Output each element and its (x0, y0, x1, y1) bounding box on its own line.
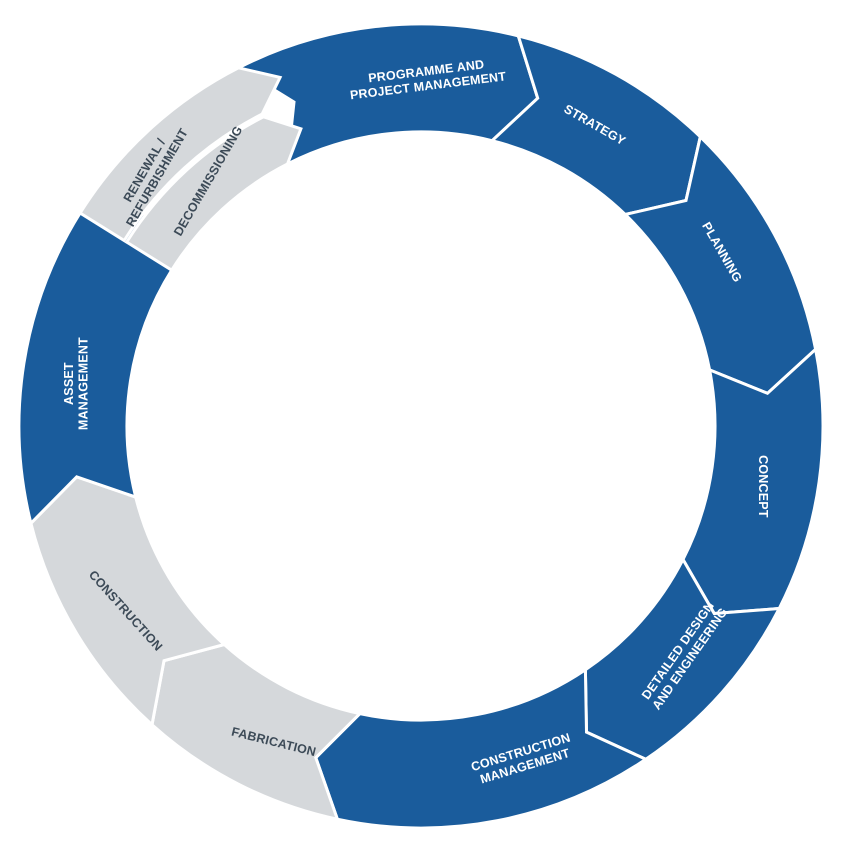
segment-decommissioning (124, 115, 303, 273)
label-line: CONCEPT (756, 455, 770, 518)
segment-renewal (78, 66, 283, 243)
label-line: ASSET (62, 362, 76, 405)
label-asset-management: ASSETMANAGEMENT (62, 337, 91, 430)
cycle-segments (17, 22, 825, 830)
segment-asset-management (17, 211, 174, 527)
label-concept: CONCEPT (756, 455, 770, 518)
label-line: MANAGEMENT (76, 337, 90, 430)
segment-concept (681, 346, 825, 616)
